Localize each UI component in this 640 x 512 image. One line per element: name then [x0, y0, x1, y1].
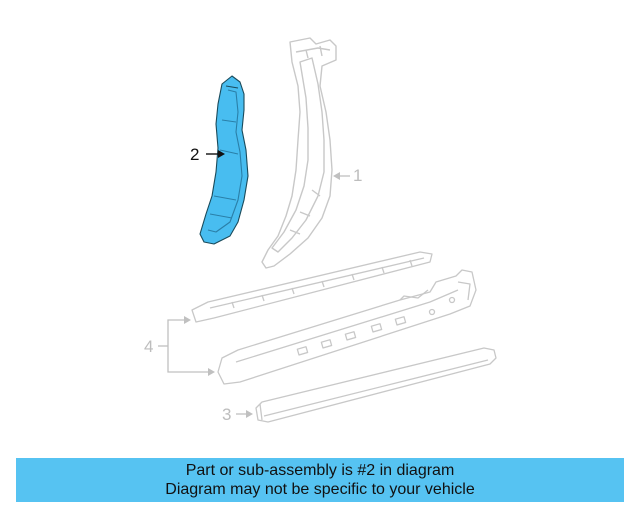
callout-part-4: 4 [144, 337, 154, 356]
part-2-reinforcement [199, 75, 249, 245]
callout-part-1: 1 [353, 166, 363, 185]
part-1-pillar [261, 37, 337, 269]
part-4-bracket [158, 316, 215, 376]
parts-diagram [158, 37, 497, 423]
callout-part-3: 3 [222, 405, 232, 424]
part-4-rocker-panel [217, 269, 477, 385]
info-banner: Part or sub-assembly is #2 in diagram Di… [16, 458, 624, 502]
callout-part-2: 2 [190, 145, 200, 164]
part-1-arrow [333, 172, 350, 180]
banner-line-2: Diagram may not be specific to your vehi… [165, 481, 475, 498]
part-3-arrow [236, 410, 253, 418]
banner-line-1: Part or sub-assembly is #2 in diagram [185, 462, 455, 479]
part-2-arrow [206, 150, 225, 158]
part-3-molding [255, 347, 497, 423]
part-4-upper-rail [191, 251, 433, 323]
